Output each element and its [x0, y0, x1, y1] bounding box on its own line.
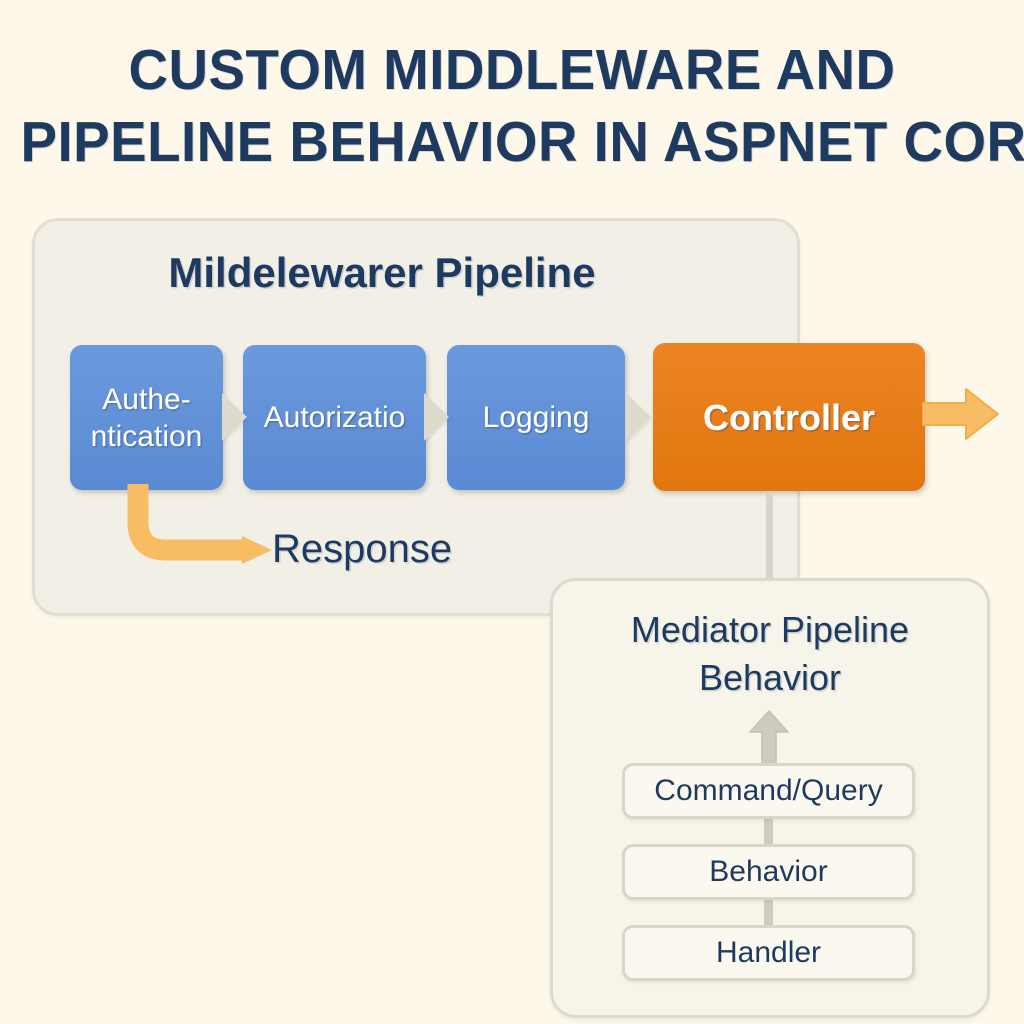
response-label: Response — [272, 527, 453, 571]
page-title: CUSTOM MIDDLEWARE AND PIPELINE BEHAVIOR … — [0, 34, 1024, 178]
middleware-panel-heading: Mildelewarer Pipeline — [168, 249, 596, 296]
request-exit-arrow-icon — [922, 388, 999, 440]
stage-label-controller: Controller — [702, 396, 875, 438]
mediator-step-label: Command/Query — [654, 774, 883, 807]
stage-label-authorization: Autorizatio — [263, 401, 406, 434]
mediator-step-behavior[interactable]: Behavior — [622, 844, 915, 900]
mediator-panel-heading: Mediator Pipeline Behavior — [560, 606, 980, 702]
response-return-arrow-icon — [127, 484, 272, 564]
mediator-step-handler[interactable]: Handler — [622, 925, 915, 981]
mediator-step-command-query[interactable]: Command/Query — [622, 763, 915, 819]
stage-box-logging[interactable]: Logging — [447, 345, 625, 490]
title-line-2: PIPELINE BEHAVIOR IN ASPNET COR — [20, 110, 1024, 174]
chevron-right-icon — [424, 393, 449, 441]
mediator-heading-line-1: Mediator Pipeline — [630, 609, 910, 650]
mediator-step-label: Handler — [715, 936, 822, 969]
chevron-right-icon — [222, 393, 247, 441]
stage-label-authentication: Authe-ntication — [90, 382, 203, 453]
mediator-link-line — [764, 900, 773, 925]
stage-box-controller[interactable]: Controller — [653, 343, 925, 491]
title-line-1: CUSTOM MIDDLEWARE AND — [128, 38, 896, 102]
mediator-step-label: Behavior — [709, 855, 828, 888]
stage-box-authorization[interactable]: Autorizatio — [243, 345, 426, 490]
chevron-right-icon — [626, 393, 651, 441]
mediator-heading-line-2: Behavior — [698, 657, 842, 698]
mediator-link-line — [764, 819, 773, 844]
stage-box-authentication[interactable]: Authe-ntication — [70, 345, 223, 490]
panel-connector-line — [766, 492, 773, 582]
stage-label-logging: Logging — [482, 401, 590, 434]
